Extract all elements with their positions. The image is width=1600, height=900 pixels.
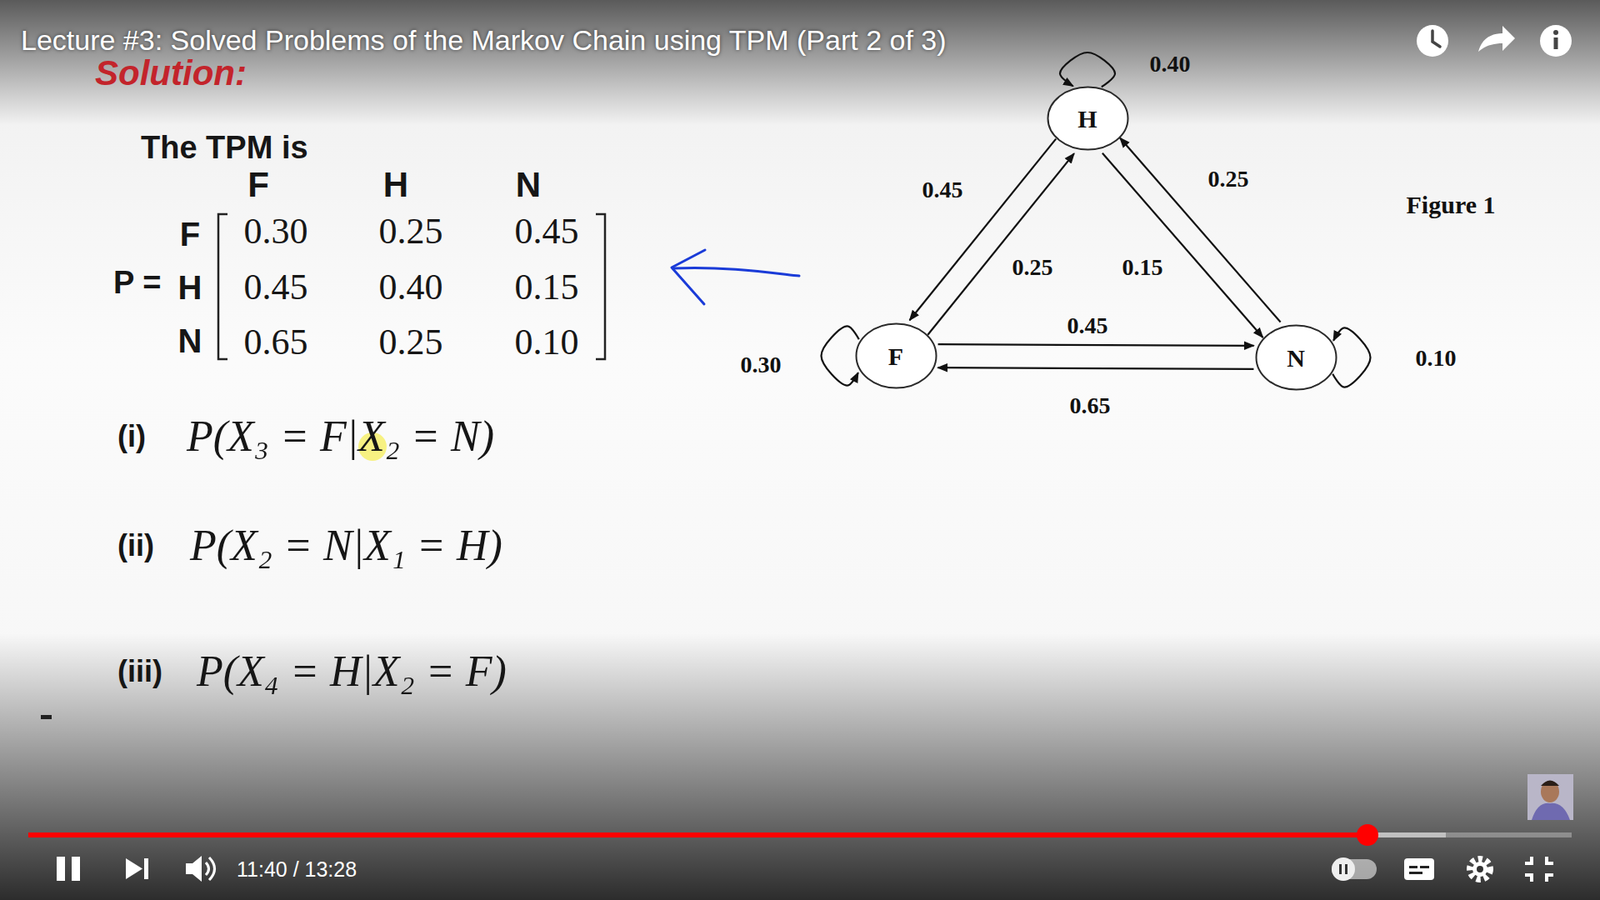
captions-icon <box>1409 865 1418 869</box>
presenter-avatar <box>1527 774 1574 820</box>
next-icon <box>125 858 143 880</box>
progress-played <box>28 832 1368 838</box>
self-loop-arrow <box>1332 327 1370 387</box>
state-name: H <box>1077 105 1097 133</box>
matrix-cell: 0.25 <box>379 210 444 254</box>
row-header: H <box>178 268 203 307</box>
state-ellipse <box>1255 325 1336 390</box>
transition-arrow <box>910 139 1057 321</box>
captions-icon <box>1409 871 1423 875</box>
matrix-intro: The TPM is <box>140 130 309 167</box>
column-header: N <box>515 165 541 205</box>
transition-probability: 0.25 <box>1208 165 1250 193</box>
dash-mark <box>40 715 52 720</box>
transition-arrow <box>1120 137 1281 322</box>
matrix-cell: 0.30 <box>244 210 309 254</box>
transition-probability: 0.30 <box>740 351 782 379</box>
matrix-name: P = <box>113 265 161 302</box>
captions-icon <box>1404 858 1435 880</box>
row-header: N <box>178 321 203 360</box>
self-loop-arrow <box>1060 52 1115 87</box>
share-icon <box>1478 25 1515 52</box>
column-header: H <box>383 165 409 205</box>
fullscreen-exit-icon <box>1525 856 1554 882</box>
pause-icon <box>71 856 80 881</box>
progress-buffer <box>28 832 1446 838</box>
time-display: 11:40 / 13:28 <box>236 857 357 882</box>
transition-probability: 0.45 <box>1067 312 1109 340</box>
transition-probability: 0.45 <box>922 176 964 204</box>
state-ellipse <box>1047 87 1128 150</box>
video-title: Lecture #3: Solved Problems of the Marko… <box>20 24 947 57</box>
matrix-cell: 0.15 <box>515 266 580 310</box>
transition-probability: 0.40 <box>1150 50 1191 78</box>
settings-icon <box>1470 859 1490 880</box>
autoplay-toggle <box>1339 864 1342 875</box>
state-circle: F <box>855 322 938 390</box>
pointer-arrow <box>673 267 800 276</box>
column-header: F <box>247 165 270 205</box>
autoplay-toggle <box>1331 857 1355 881</box>
state-name: F <box>888 342 904 370</box>
question-expression: P(X₄ = H|X₂ = F) <box>196 646 507 697</box>
state-name: N <box>1286 344 1305 372</box>
bottom-shade <box>0 633 1600 900</box>
progress-scrubber <box>1356 824 1379 846</box>
matrix-bracket <box>218 214 228 360</box>
matrix-cell: 0.45 <box>244 266 309 310</box>
captions-icon <box>1420 865 1430 869</box>
transition-probability: 0.25 <box>1012 254 1054 281</box>
transition-probability: 0.65 <box>1070 392 1111 420</box>
transition-probability: 0.10 <box>1415 345 1457 372</box>
question-number: (iii) <box>117 654 163 689</box>
state-circle: H <box>1046 85 1130 151</box>
matrix-cell: 0.40 <box>379 266 444 310</box>
question-expression: P(X₃ = F|X₂ = N) <box>186 411 495 462</box>
watch-later-icon <box>1416 25 1449 57</box>
next-icon <box>144 858 149 880</box>
question-number: (ii) <box>117 528 155 563</box>
transition-arrow <box>938 344 1255 346</box>
progress-track <box>28 832 1572 838</box>
matrix-cell: 0.65 <box>244 321 309 365</box>
pointer-arrow-head <box>671 250 705 305</box>
top-shade <box>0 0 1600 125</box>
state-circle: N <box>1255 324 1338 391</box>
volume-icon <box>209 857 215 880</box>
matrix-cell: 0.10 <box>515 321 580 365</box>
info-icon <box>1540 25 1572 57</box>
transition-probability: 0.15 <box>1122 254 1164 281</box>
question-number: (i) <box>117 419 146 454</box>
row-header: F <box>180 215 200 254</box>
self-loop-arrow <box>821 325 860 385</box>
transition-arrow <box>937 367 1254 370</box>
state-ellipse <box>855 324 936 389</box>
volume-icon <box>185 855 202 882</box>
matrix-cell: 0.25 <box>379 321 444 365</box>
matrix-bracket <box>595 214 605 360</box>
volume-icon <box>205 862 210 875</box>
pause-icon <box>56 856 65 881</box>
autoplay-toggle <box>1345 864 1348 875</box>
figure-caption: Figure 1 <box>1406 190 1496 220</box>
slide-heading: Solution: <box>95 53 247 94</box>
transition-arrow <box>1102 153 1264 338</box>
question-expression: P(X₂ = N|X₁ = H) <box>190 520 503 571</box>
matrix-cell: 0.45 <box>515 210 580 254</box>
